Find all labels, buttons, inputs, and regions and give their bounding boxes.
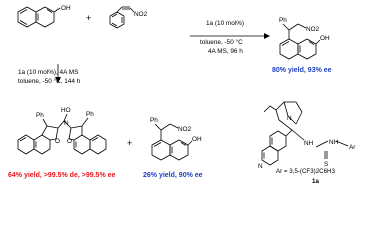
dimer-o-left-label: O [55, 138, 60, 145]
catalyst-nh-left-label: NH [304, 140, 314, 147]
nitrostyrene-structure [109, 6, 135, 29]
right-conditions-line2: toluene, -50 °C [200, 39, 243, 46]
reagent-plus-sign: + [86, 13, 92, 23]
bottom-no2-label: NO2 [178, 126, 192, 133]
top-product-yield: 80% yield, 93% ee [272, 67, 332, 74]
bottom-product-structure [151, 123, 193, 161]
left-conditions-line2: toluene, -50 °C, 144 h [18, 78, 81, 85]
top-oh-label: OH [320, 35, 330, 42]
naphthol-structure [17, 6, 61, 28]
catalyst-s-label: S [324, 161, 328, 168]
dimer-ph-right-label: Ph [86, 111, 94, 118]
bottom-ph-label: Ph [150, 117, 158, 124]
bottom-product-yield: 26% yield, 90% ee [143, 172, 203, 179]
catalyst-ar-label: Ar [349, 144, 356, 151]
catalyst-name: 1a [312, 178, 319, 185]
top-ph-label: Ph [279, 17, 287, 24]
catalyst-structure [261, 101, 349, 166]
dimer-o-right-label: O [67, 138, 72, 145]
left-conditions-line1: 1a (10 mol%), 4A MS [18, 69, 79, 76]
dimer-structure [17, 113, 107, 155]
bottom-plus-sign: + [127, 138, 133, 148]
dimer-yield: 64% yield, >99.5% de, >99.5% ee [8, 172, 116, 179]
dimer-ho-label: HO [61, 107, 71, 114]
reactant-oh-label: OH [61, 5, 71, 12]
catalyst-n-top-label: N [287, 115, 292, 122]
bottom-oh-label: OH [192, 136, 202, 143]
right-conditions-line1: 1a (10 mol%) [206, 20, 245, 27]
catalyst-ar-definition: Ar = 3,5-(CF3)2C6H3 [276, 168, 335, 175]
catalyst-n-ring-label: N [258, 163, 263, 170]
top-product-structure [279, 23, 321, 60]
dimer-n-label: N [64, 120, 69, 127]
reagent-no2-label: NO2 [134, 11, 148, 18]
reaction-scheme: OH NO2 Ph NO2 OH Ph HO N Ph O O Ph NO2 O… [17, 5, 356, 170]
top-no2-label: NO2 [306, 26, 320, 33]
dimer-ph-left-label: Ph [36, 112, 44, 119]
right-conditions-line3: 4A MS, 96 h [208, 48, 243, 55]
catalyst-nh-right-label: NH [329, 139, 339, 146]
